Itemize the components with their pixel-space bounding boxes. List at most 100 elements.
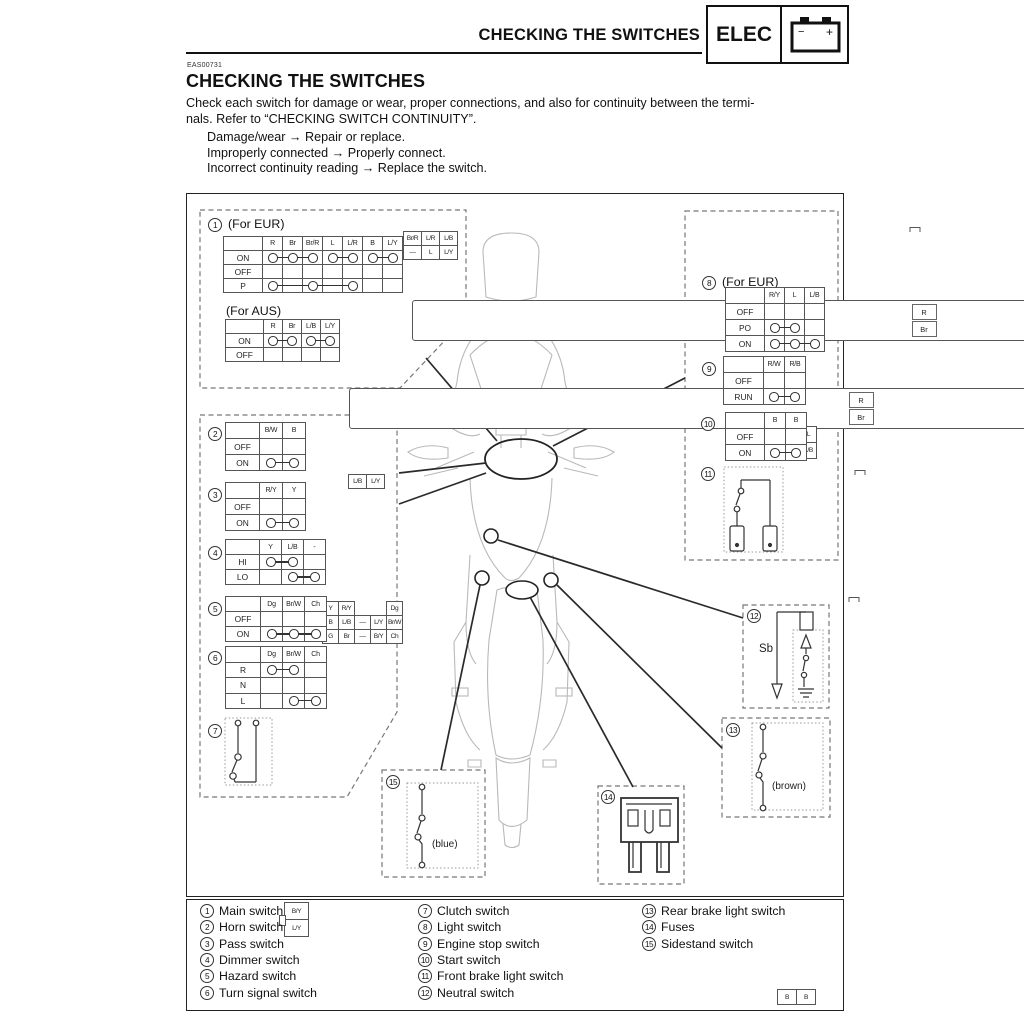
connector-pin: Br/W — [386, 615, 403, 630]
terminal-circle — [266, 629, 277, 639]
continuity-cell — [262, 250, 311, 265]
step-line: Incorrect continuity reading → Replace t… — [207, 161, 487, 176]
diagram-num-12: 12 — [747, 609, 761, 623]
row-label — [723, 356, 764, 373]
continuity-cell — [763, 372, 785, 389]
terminal-circle — [769, 322, 780, 333]
connector-pin: L/B — [338, 615, 355, 630]
continuity-cell — [260, 611, 283, 627]
action-steps: Damage/wear → Repair or replace. Imprope… — [207, 130, 487, 177]
continuity-cell — [764, 303, 785, 320]
row-label: P — [223, 278, 263, 293]
legend-item-number: 4 — [200, 953, 214, 968]
terminal-circle — [367, 252, 378, 263]
continuity-cell — [302, 264, 323, 279]
connector-pin: L/Y — [439, 245, 458, 260]
continuity-cell — [784, 372, 806, 389]
intro-paragraph: Check each switch for damage or wear, pr… — [186, 95, 854, 127]
continuity-cell — [282, 692, 315, 709]
diagram-num-13: 13 — [726, 723, 740, 737]
legend-item-label: Light switch — [437, 920, 502, 935]
terminal-circle — [287, 572, 298, 582]
terminal-circle — [347, 252, 358, 263]
for-aus-label: (For AUS) — [226, 304, 282, 318]
continuity-cell — [301, 347, 321, 362]
terminal-circle — [310, 696, 321, 706]
diagram-num-9: 9 — [702, 362, 716, 376]
connector-pin: B — [796, 989, 816, 1005]
column-header: Br/W — [282, 596, 305, 612]
continuity-cell — [263, 333, 291, 348]
column-header: Y — [282, 482, 306, 499]
column-header: Br — [282, 236, 303, 251]
continuity-cell — [260, 692, 283, 709]
column-header: R/Y — [764, 287, 785, 304]
legend-item-label: Front brake light switch — [437, 969, 564, 984]
row-label: ON — [725, 335, 765, 352]
terminal-circle — [288, 629, 299, 639]
terminal-circle — [287, 252, 298, 263]
row-label: OFF — [225, 611, 261, 627]
terminal-circle — [288, 665, 299, 675]
legend-item-label: Fuses — [661, 920, 695, 935]
continuity-cell — [382, 264, 403, 279]
column-header: Br/W — [282, 646, 305, 663]
connector-tab — [848, 596, 860, 602]
diagram-num-11: 11 — [701, 467, 715, 481]
row-label: HI — [225, 554, 260, 570]
continuity-cell — [259, 454, 293, 471]
row-label: ON — [725, 444, 765, 461]
connector-pin: L/Y — [284, 919, 309, 937]
continuity-cell — [259, 514, 293, 531]
continuity-cell — [259, 569, 282, 585]
terminal-circle — [289, 457, 299, 468]
legend-item-label: Neutral switch — [437, 985, 515, 1000]
terminal-circle — [307, 280, 318, 291]
continuity-cell — [804, 319, 825, 336]
column-header: L/R — [342, 236, 363, 251]
row-label: PO — [725, 319, 765, 336]
legend-item-label: Main switch — [219, 904, 284, 919]
terminal-circle — [266, 665, 277, 675]
legend-item-number: 11 — [418, 969, 432, 984]
column-header: L/Y — [382, 236, 403, 251]
continuity-cell — [259, 498, 283, 515]
sb-wire-label: Sb — [759, 643, 774, 655]
terminal-circle — [327, 252, 338, 263]
legend-item-label: Hazard switch — [219, 969, 297, 984]
column-header: L/B — [301, 319, 321, 334]
continuity-cell — [320, 347, 340, 362]
continuity-cell — [282, 498, 306, 515]
row-label — [225, 646, 261, 663]
continuity-cell — [282, 677, 305, 694]
column-header: L — [322, 236, 343, 251]
row-label — [225, 596, 261, 612]
connector-pin: L — [421, 245, 440, 260]
continuity-cell — [260, 626, 314, 642]
terminal-circle — [809, 338, 820, 349]
row-label — [225, 422, 260, 439]
terminal-circle — [267, 280, 278, 291]
terminal-circle — [789, 322, 800, 333]
terminal-circle — [267, 252, 278, 263]
connector-pin: B/Y — [370, 629, 387, 644]
row-label — [225, 539, 260, 555]
continuity-cell — [804, 303, 825, 320]
column-header: Dg — [260, 646, 283, 663]
row-label: R — [225, 661, 261, 678]
